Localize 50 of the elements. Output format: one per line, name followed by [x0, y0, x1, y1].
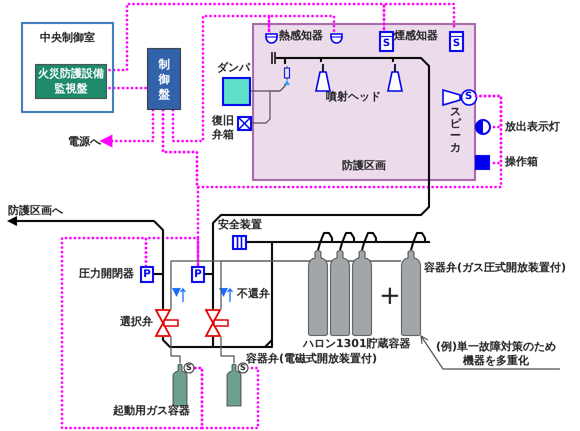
- signal-line: [162, 108, 200, 268]
- component-label: 選択弁: [120, 316, 154, 329]
- pipe: [205, 273, 214, 309]
- pipe: [154, 273, 164, 309]
- area-label: 防護区画: [341, 158, 387, 173]
- pipe: [284, 57, 322, 64]
- thin-line: [252, 84, 286, 124]
- signal-line: [194, 366, 260, 430]
- pipe: [247, 232, 426, 250]
- component-label: 放出表示灯: [505, 121, 561, 134]
- signal-line: [172, 14, 270, 142]
- component-label: 圧力開閉器: [79, 268, 135, 281]
- component-label: 安全装置: [218, 219, 263, 232]
- component-label: スピーカ: [450, 106, 461, 154]
- smoke-detector: S: [449, 31, 464, 52]
- room-title: 中央制御室: [39, 30, 96, 45]
- panel-label: 制御盤: [158, 57, 170, 103]
- signal-line: [99, 108, 154, 148]
- pipe: [212, 241, 273, 348]
- part-label: 容器弁(電磁式開放装置付): [246, 353, 378, 366]
- plus-sign: +: [379, 283, 401, 309]
- part-label: 起動用ガス容器: [113, 405, 190, 418]
- note-text: (例)単一故障対策のため機器を多重化: [432, 340, 560, 369]
- pressure-switch: P: [191, 266, 205, 283]
- speaker-mark: S: [465, 91, 472, 102]
- smoke-detector: S: [379, 31, 394, 52]
- part-label: 煙感知器: [394, 30, 438, 43]
- leader-line: [420, 335, 560, 370]
- signal-line: [268, 14, 336, 32]
- component-label: 操作箱: [505, 156, 539, 169]
- destination-label: 防護区画へ: [8, 203, 66, 221]
- part-label: ハロン1301貯蔵容器: [303, 338, 411, 351]
- component-label: 容器弁(ガス圧式開放装置付): [424, 262, 568, 275]
- protected-area: [252, 23, 476, 181]
- thin-line: [170, 337, 181, 363]
- component-label: ダンパ: [217, 62, 252, 75]
- monitor-panel: 火災防護設備監視盤: [35, 64, 107, 99]
- control-room-outline: [21, 22, 114, 113]
- component-label: 復旧弁箱: [212, 114, 235, 143]
- pipe: [320, 57, 394, 62]
- signal-line: [382, 2, 456, 30]
- thin-line: [220, 337, 235, 363]
- pressure-switch: P: [140, 266, 154, 283]
- solenoid-mark: S: [186, 362, 192, 374]
- solenoid-mark: S: [240, 362, 246, 374]
- signal-line: [60, 236, 204, 430]
- destination-label: 電源へ: [68, 134, 102, 149]
- part-label: 不還弁: [237, 288, 270, 301]
- part-label: 噴射ヘッド: [326, 91, 381, 104]
- part-label: 熱感知器: [279, 30, 323, 43]
